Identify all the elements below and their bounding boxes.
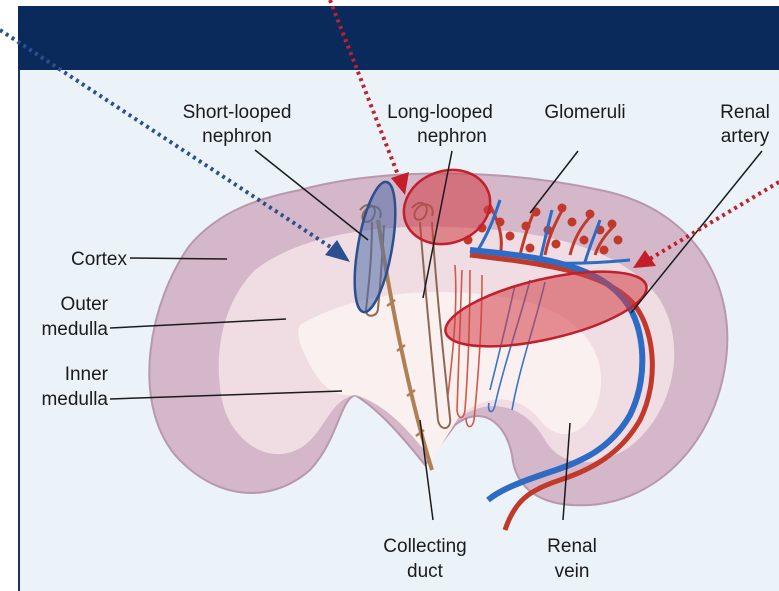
label-collecting-duct-2: duct — [407, 561, 444, 582]
label-long-looped-1: Long-looped — [387, 102, 493, 123]
label-outer-medulla-2: medulla — [41, 319, 108, 340]
label-outer-medulla-1: Outer — [60, 294, 108, 315]
label-inner-medulla-2: medulla — [41, 389, 108, 410]
label-short-looped-1: Short-looped — [183, 102, 292, 123]
label-renal-vein-1: Renal — [547, 536, 597, 557]
label-cortex: Cortex — [71, 249, 127, 270]
label-renal-artery-2: artery — [721, 126, 770, 147]
label-inner-medulla-1: Inner — [65, 364, 109, 385]
label-glomeruli: Glomeruli — [544, 102, 625, 123]
label-renal-artery-1: Renal — [720, 102, 770, 123]
label-long-looped-2: nephron — [417, 126, 487, 147]
red-dotted-arrow-top — [330, 0, 409, 195]
label-collecting-duct-1: Collecting — [383, 536, 466, 557]
label-renal-vein-2: vein — [555, 561, 590, 582]
label-short-looped-2: nephron — [202, 126, 272, 147]
